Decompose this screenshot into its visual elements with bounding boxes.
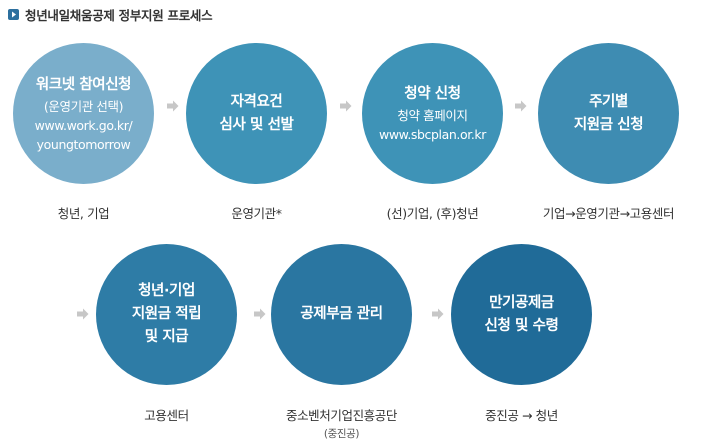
step-6-line: 공제부금 관리 bbox=[300, 306, 383, 322]
diagram-title-row: 청년내일채움공제 정부지원 프로세스 bbox=[8, 5, 213, 23]
step-4-line: 지원금 신청 bbox=[573, 116, 644, 133]
step-4-caption: 기업→운영기관→고용센터 bbox=[542, 206, 675, 221]
step-2-line: 심사 및 선발 bbox=[219, 116, 294, 133]
step-7-line: 만기공제금 bbox=[489, 294, 554, 311]
step-6-caption: 중소벤처기업진흥공단 (중진공) bbox=[261, 405, 422, 441]
step-1-line: www.work.go.kr/ bbox=[34, 117, 133, 133]
arrow-right-icon bbox=[515, 100, 527, 112]
step-5-caption: 고용센터 bbox=[144, 408, 189, 423]
step-2-line: 자격요건 bbox=[230, 93, 283, 110]
step-5-line: 지원금 적립 bbox=[131, 306, 202, 322]
arrow-right-icon bbox=[167, 100, 179, 112]
step-6-caption-sub: (중진공) bbox=[323, 428, 360, 440]
step-1-line: (운영기관 선택) bbox=[43, 98, 124, 114]
step-7-line: 신청 및 수령 bbox=[484, 317, 559, 334]
arrow-right-icon bbox=[254, 308, 266, 320]
step-5-line: 및 지급 bbox=[144, 329, 189, 345]
arrow-right-icon bbox=[340, 100, 352, 112]
title-bullet-icon bbox=[8, 8, 19, 20]
step-7-caption: 중진공 → 청년 bbox=[485, 408, 558, 423]
diagram-title: 청년내일채움공제 정부지원 프로세스 bbox=[25, 7, 213, 23]
step-6: 공제부금 관리 중소벤처기업진흥공단 (중진공) bbox=[271, 244, 412, 444]
step-3-caption: (선)기업, (후)청년 bbox=[386, 206, 479, 221]
step-2-caption: 운영기관* bbox=[231, 206, 282, 221]
step-5-line: 청년·기업 bbox=[138, 283, 195, 299]
step-6-circle: 공제부금 관리 bbox=[271, 244, 412, 385]
step-1-caption: 청년, 기업 bbox=[57, 206, 110, 221]
step-6-caption-main: 중소벤처기업진흥공단 bbox=[285, 408, 397, 423]
arrow-right-icon bbox=[77, 308, 89, 320]
step-3-line: 청약 홈페이지 bbox=[397, 108, 468, 123]
step-1: 워크넷 참여신청 (운영기관 선택) www.work.go.kr/youngtom… bbox=[13, 43, 154, 223]
step-3-line: www.sbcplan.or.kr bbox=[379, 127, 486, 142]
step-4-line: 주기별 bbox=[589, 93, 628, 110]
step-1-line: youngtomorrow bbox=[36, 136, 131, 152]
step-1-line: 워크넷 참여신청 bbox=[35, 76, 132, 93]
arrow-right-icon bbox=[432, 308, 444, 320]
step-1-circle: 워크넷 참여신청 (운영기관 선택) www.work.go.kr/youngtom… bbox=[13, 43, 154, 184]
step-3-line: 청약 신청 bbox=[404, 86, 461, 102]
